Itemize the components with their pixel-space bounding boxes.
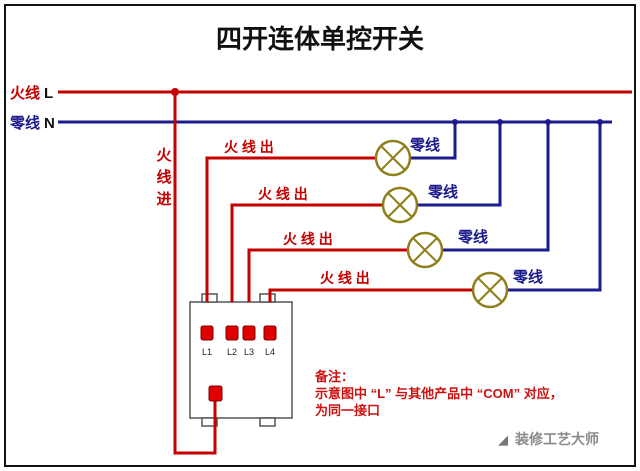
live-wire-label: 火线: [10, 84, 40, 102]
live-out-label-3: 火 线 出: [283, 231, 333, 247]
lamp-cross-icon: [412, 237, 438, 263]
live-in-vertical-label: 火 线 进: [156, 147, 172, 208]
terminal-button-l1: [200, 325, 214, 341]
live-out-label-2: 火 线 出: [258, 186, 308, 202]
neutral-branch-wire-2: [417, 122, 502, 207]
common-terminal-button: [208, 385, 223, 402]
lamp-cross-icon: [387, 192, 413, 218]
terminal-label-l1: L1: [202, 347, 212, 357]
terminal-label-l4: L4: [265, 347, 275, 357]
live-out-wire-1: [205, 156, 376, 302]
switch-box-tab: [259, 293, 276, 303]
watermark-text: 装修工艺大师: [514, 431, 599, 447]
neutral-branch-label-4: 零线: [512, 268, 543, 286]
watermark: ◢ 装修工艺大师: [498, 431, 599, 447]
neutral-junction-dot: [452, 119, 458, 125]
live-wire-letter: L: [44, 85, 53, 102]
neutral-junction-dot: [545, 119, 551, 125]
live-out-wire-3: [247, 248, 408, 302]
live-in-char: 线: [156, 168, 171, 186]
neutral-junction-dot: [597, 119, 603, 125]
switch-box-tab: [201, 417, 218, 427]
neutral-wire-letter: N: [44, 115, 55, 132]
lamp-cross-icon: [477, 277, 503, 303]
neutral-wire-label: 零线: [9, 114, 40, 132]
switch-box-tab: [201, 293, 218, 303]
neutral-branch-wire-3: [442, 122, 550, 252]
live-out-label-4: 火 线 出: [320, 270, 370, 286]
terminal-label-l2: L2: [227, 347, 237, 357]
live-out-wire-2: [230, 203, 383, 302]
page-border: [4, 4, 636, 467]
diagram-title: 四开连体单控开关: [216, 24, 424, 54]
lamp-symbol-3: [406, 231, 444, 269]
terminal-button-l4: [263, 325, 277, 341]
terminal-button-l2: [225, 325, 239, 341]
neutral-branch-wire-4: [507, 122, 602, 292]
switch-box-tab: [259, 417, 276, 427]
lamp-symbol-4: [471, 271, 509, 309]
neutral-branch-label-2: 零线: [427, 183, 458, 201]
neutral-branch-wire-1: [410, 122, 457, 160]
lamp-symbol-1: [374, 139, 412, 177]
terminal-button-l3: [242, 325, 256, 341]
live-out-label-1: 火 线 出: [224, 139, 274, 155]
live-feed-wire: [173, 92, 217, 455]
neutral-branch-label-3: 零线: [457, 228, 488, 246]
switch-box-body: [189, 301, 293, 419]
neutral-branch-label-1: 零线: [409, 136, 440, 154]
notes-block: 备注： 示意图中 “L” 与其他产品中 “COM” 对应， 为同一接口: [314, 369, 563, 418]
live-in-char: 火: [156, 147, 172, 164]
notes-line-1: 示意图中 “L” 与其他产品中 “COM” 对应，: [315, 386, 563, 401]
notes-line-2: 为同一接口: [315, 403, 380, 418]
watermark-logo-icon: ◢: [498, 432, 508, 447]
live-out-wire-4: [268, 288, 473, 302]
live-in-char: 进: [156, 191, 171, 208]
neutral-junction-dot: [497, 119, 503, 125]
terminal-label-l3: L3: [244, 347, 254, 357]
switch-box: [189, 293, 293, 427]
lamp-symbol-2: [381, 186, 419, 224]
notes-heading: 备注：: [314, 369, 354, 384]
lamp-cross-icon: [380, 145, 406, 171]
live-feed-junction-dot: [171, 88, 179, 96]
